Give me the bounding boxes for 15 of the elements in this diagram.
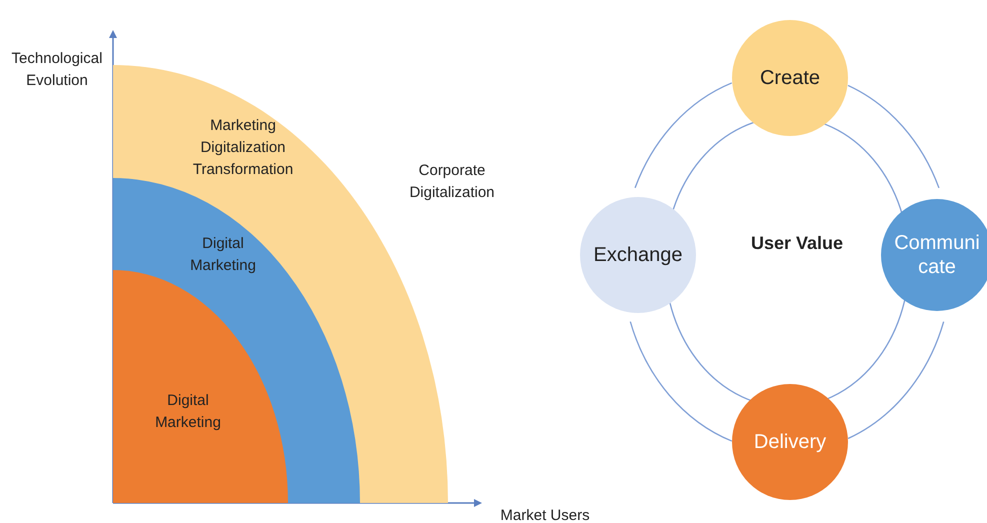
ring-connector xyxy=(630,321,732,442)
area-label: Marketing Digitalization Transformation xyxy=(192,116,294,180)
axis-title: Technological Evolution xyxy=(10,49,104,91)
area-label: Digital Marketing xyxy=(189,234,257,276)
ring-connector xyxy=(848,84,940,188)
axis-title: Market Users xyxy=(499,506,591,523)
node-label: Communi cate xyxy=(893,231,981,279)
node-label: Delivery xyxy=(752,430,828,454)
ring-connector xyxy=(634,82,732,188)
node-label: Create xyxy=(758,66,822,90)
center-label: User Value xyxy=(750,232,844,255)
area-label: Corporate Digitalization xyxy=(408,161,496,203)
node-label: Exchange xyxy=(592,243,684,267)
ring-connector xyxy=(848,321,944,440)
area-label: Digital Marketing xyxy=(154,391,222,433)
